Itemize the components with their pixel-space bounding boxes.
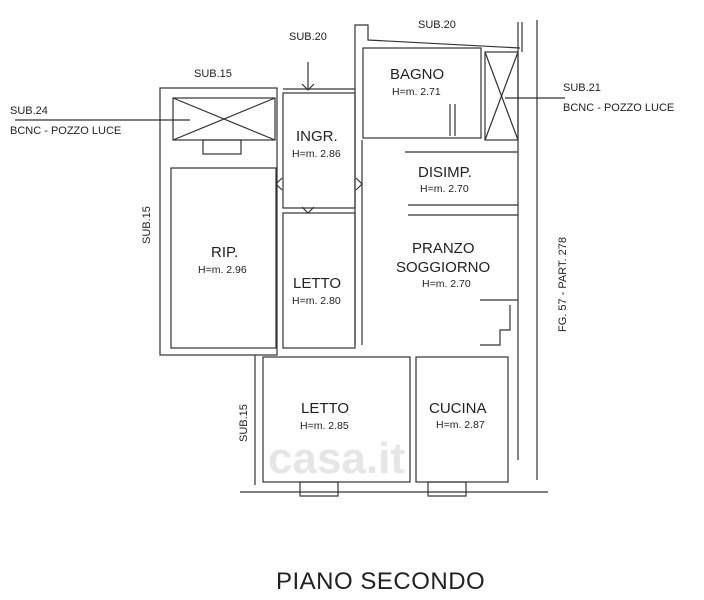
- pozzo-cross: [172, 97, 276, 141]
- wall-rip-outer: [159, 87, 278, 356]
- label-sub15-top: SUB.15: [194, 68, 232, 80]
- room-height-disimp: H=m. 2.70: [420, 183, 469, 195]
- room-name-pranzo: PRANZO: [412, 240, 475, 257]
- room-name-disimp: DISIMP.: [418, 164, 472, 181]
- room-height-rip: H=m. 2.96: [198, 264, 247, 276]
- entry-arrow-head: [301, 83, 315, 91]
- room-height-letto2: H=m. 2.85: [300, 420, 349, 432]
- plan-title: PIANO SECONDO: [276, 568, 486, 595]
- window-rip: [202, 139, 242, 155]
- wall-outer-top: [354, 24, 521, 345]
- watermark: casa.it: [268, 434, 405, 483]
- window-cucina: [427, 481, 467, 497]
- label-bcnc-left: BCNC - POZZO LUCE: [10, 125, 122, 137]
- room-name-soggiorno: SOGGIORNO: [396, 259, 491, 276]
- room-name-ingr: INGR.: [296, 128, 338, 145]
- wall-bagno: [362, 47, 482, 139]
- window-letto2: [299, 481, 339, 497]
- label-sub15-side: SUB.15: [141, 206, 153, 244]
- room-height-pranzo: H=m. 2.70: [422, 278, 471, 290]
- room-height-letto1: H=m. 2.80: [292, 295, 341, 307]
- room-name-cucina: CUCINA: [429, 400, 487, 417]
- room-name-rip: RIP.: [211, 244, 239, 261]
- label-sub20-left: SUB.20: [289, 31, 327, 43]
- door-arrow: [275, 177, 283, 191]
- label-sub24: SUB.24: [10, 105, 48, 117]
- room-height-bagno: H=m. 2.71: [392, 86, 441, 98]
- label-fg-part: FG. 57 - PART. 278: [557, 237, 569, 332]
- pozzo-cross: [484, 51, 519, 141]
- wall-line: [480, 305, 511, 346]
- wall-rip-inner: [170, 167, 277, 349]
- label-sub20-top: SUB.20: [418, 19, 456, 31]
- room-height-cucina: H=m. 2.87: [436, 419, 485, 431]
- room-name-letto2: LETTO: [301, 400, 350, 417]
- label-sub15-bottom: SUB.15: [238, 404, 250, 442]
- label-sub21: SUB.21: [563, 82, 601, 94]
- pozzo-luce-right: [484, 51, 519, 141]
- room-name-bagno: BAGNO: [390, 66, 445, 83]
- room-name-letto1: LETTO: [293, 275, 342, 292]
- door-arrow: [355, 177, 363, 191]
- room-height-ingr: H=m. 2.86: [292, 148, 341, 160]
- label-bcnc-right: BCNC - POZZO LUCE: [563, 102, 675, 114]
